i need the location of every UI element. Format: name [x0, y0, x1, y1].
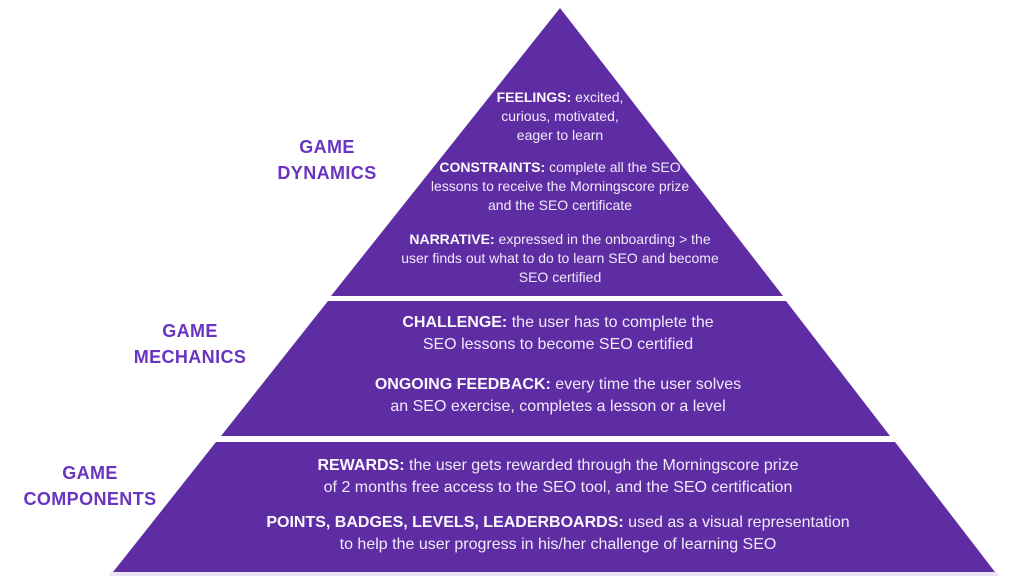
- item-feelings: FEELINGS: excited, curious, motivated, e…: [460, 88, 660, 145]
- item-rewards: REWARDS: the user gets rewarded through …: [268, 455, 848, 498]
- item-ongoing-feedback: ONGOING FEEDBACK: every time the user so…: [348, 374, 768, 417]
- item-term: POINTS, BADGES, LEVELS, LEADERBOARDS:: [266, 514, 624, 531]
- item-line: to help the user progress in his/her cha…: [339, 535, 777, 553]
- item-line: of 2 months free access to the SEO tool,…: [323, 478, 793, 496]
- item-line: lessons to receive the Morningscore priz…: [430, 178, 690, 194]
- label-line: MECHANICS: [133, 347, 247, 367]
- item-term: CONSTRAINTS:: [439, 159, 546, 175]
- item-line: curious, motivated,: [501, 108, 619, 124]
- label-line: DYNAMICS: [277, 163, 377, 183]
- item-line: ONGOING FEEDBACK: every time the user so…: [374, 376, 742, 393]
- label-game-components: GAME COMPONENTS: [0, 460, 180, 512]
- item-challenge: CHALLENGE: the user has to complete the …: [358, 312, 758, 355]
- item-term: CHALLENGE:: [402, 314, 508, 331]
- item-line: SEO lessons to become SEO certified: [422, 335, 694, 353]
- item-term: REWARDS:: [317, 457, 405, 474]
- item-term: FEELINGS:: [496, 89, 572, 105]
- item-line: NARRATIVE: expressed in the onboarding >…: [409, 231, 711, 247]
- item-line: an SEO exercise, completes a lesson or a…: [390, 397, 726, 415]
- item-term: ONGOING FEEDBACK:: [374, 376, 551, 393]
- pyramid-middle-section-shape: [221, 301, 890, 436]
- item-line: REWARDS: the user gets rewarded through …: [317, 457, 799, 474]
- item-constraints: CONSTRAINTS: complete all the SEO lesson…: [398, 158, 722, 215]
- pyramid-bottom-section-shape: [113, 442, 995, 572]
- label-line: GAME: [62, 463, 118, 483]
- label-game-dynamics: GAME DYNAMICS: [227, 134, 427, 186]
- item-line: user finds out what to do to learn SEO a…: [401, 250, 719, 266]
- pyramid-base-shadow: [109, 572, 999, 576]
- label-game-mechanics: GAME MECHANICS: [90, 318, 290, 370]
- item-narrative: NARRATIVE: expressed in the onboarding >…: [366, 230, 754, 287]
- item-line: CONSTRAINTS: complete all the SEO: [439, 159, 681, 175]
- label-line: COMPONENTS: [23, 489, 157, 509]
- item-line: POINTS, BADGES, LEVELS, LEADERBOARDS: us…: [266, 514, 850, 531]
- pyramid-top-section-shape: [331, 8, 783, 296]
- label-line: GAME: [299, 137, 355, 157]
- item-line: SEO certified: [518, 269, 602, 285]
- item-line: and the SEO certificate: [488, 197, 632, 213]
- item-points-badges-levels-leaderboards: POINTS, BADGES, LEVELS, LEADERBOARDS: us…: [238, 512, 878, 555]
- item-term: NARRATIVE:: [409, 231, 495, 247]
- label-line: GAME: [162, 321, 218, 341]
- item-line: CHALLENGE: the user has to complete the: [402, 314, 714, 331]
- item-line: FEELINGS: excited,: [496, 89, 624, 105]
- item-line: eager to learn: [516, 127, 604, 143]
